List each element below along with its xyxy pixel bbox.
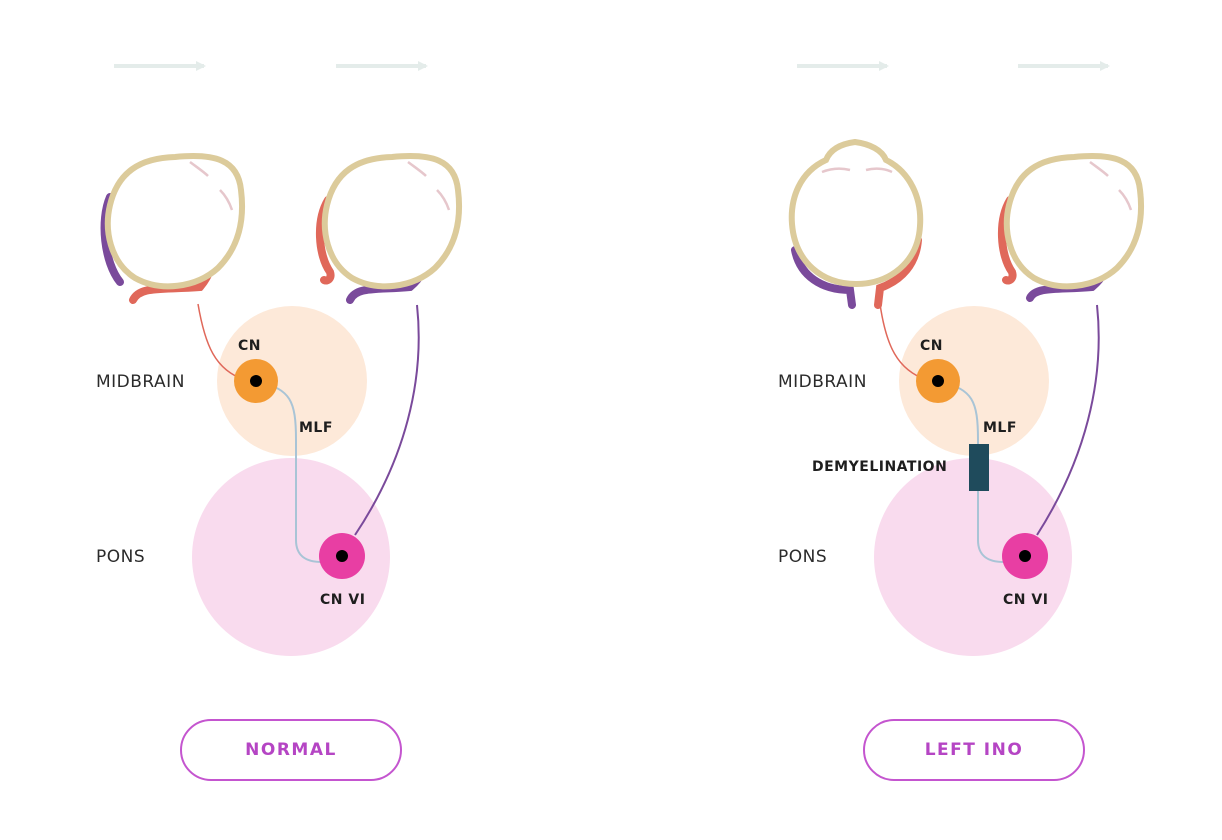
cn3-nucleus-core [932, 375, 944, 387]
right-eye [315, 153, 463, 304]
eye-outline [104, 153, 246, 290]
cn6-nucleus-core [1019, 550, 1031, 562]
cn3-label: CN [920, 338, 943, 354]
eye-outline [788, 138, 924, 288]
cn6-nucleus-core [336, 550, 348, 562]
left-eye [100, 153, 246, 304]
right-eye [997, 153, 1145, 302]
medial-rectus-muscle [997, 196, 1017, 285]
mlf-fiber [941, 381, 1005, 563]
demyelination-label: DEMYELINATION [812, 459, 947, 475]
panel-normal: MIDBRAIN PONS CN MLF CN VI [96, 61, 463, 656]
pons-label: PONS [778, 547, 827, 567]
cn6-nerve-fiber [1036, 304, 1100, 536]
midbrain-label: MIDBRAIN [96, 372, 185, 392]
mlf-fiber [259, 381, 323, 563]
eye-outline [321, 153, 463, 290]
mlf-label: MLF [983, 420, 1017, 436]
midbrain-label: MIDBRAIN [778, 372, 867, 392]
left-ino-button[interactable]: LEFT INO [863, 719, 1085, 781]
left-eye [788, 138, 924, 309]
midbrain-region [899, 306, 1049, 456]
cn3-label: CN [238, 338, 261, 354]
panel-left-ino: MIDBRAIN PONS CN MLF DEMYELINATION CN VI [778, 61, 1145, 656]
demyelination-lesion [969, 444, 989, 491]
normal-button[interactable]: NORMAL [180, 719, 402, 781]
cn3-nucleus-core [250, 375, 262, 387]
cn6-label: CN VI [1003, 592, 1048, 608]
pons-region [874, 458, 1072, 656]
midbrain-region [217, 306, 367, 456]
pons-region [192, 458, 390, 656]
pons-label: PONS [96, 547, 145, 567]
mlf-label: MLF [299, 420, 333, 436]
lateral-rectus-muscle [791, 246, 856, 309]
cn6-nerve-fiber [354, 304, 420, 536]
eye-outline [1003, 153, 1145, 290]
cn6-label: CN VI [320, 592, 365, 608]
medial-rectus-muscle [315, 196, 335, 285]
